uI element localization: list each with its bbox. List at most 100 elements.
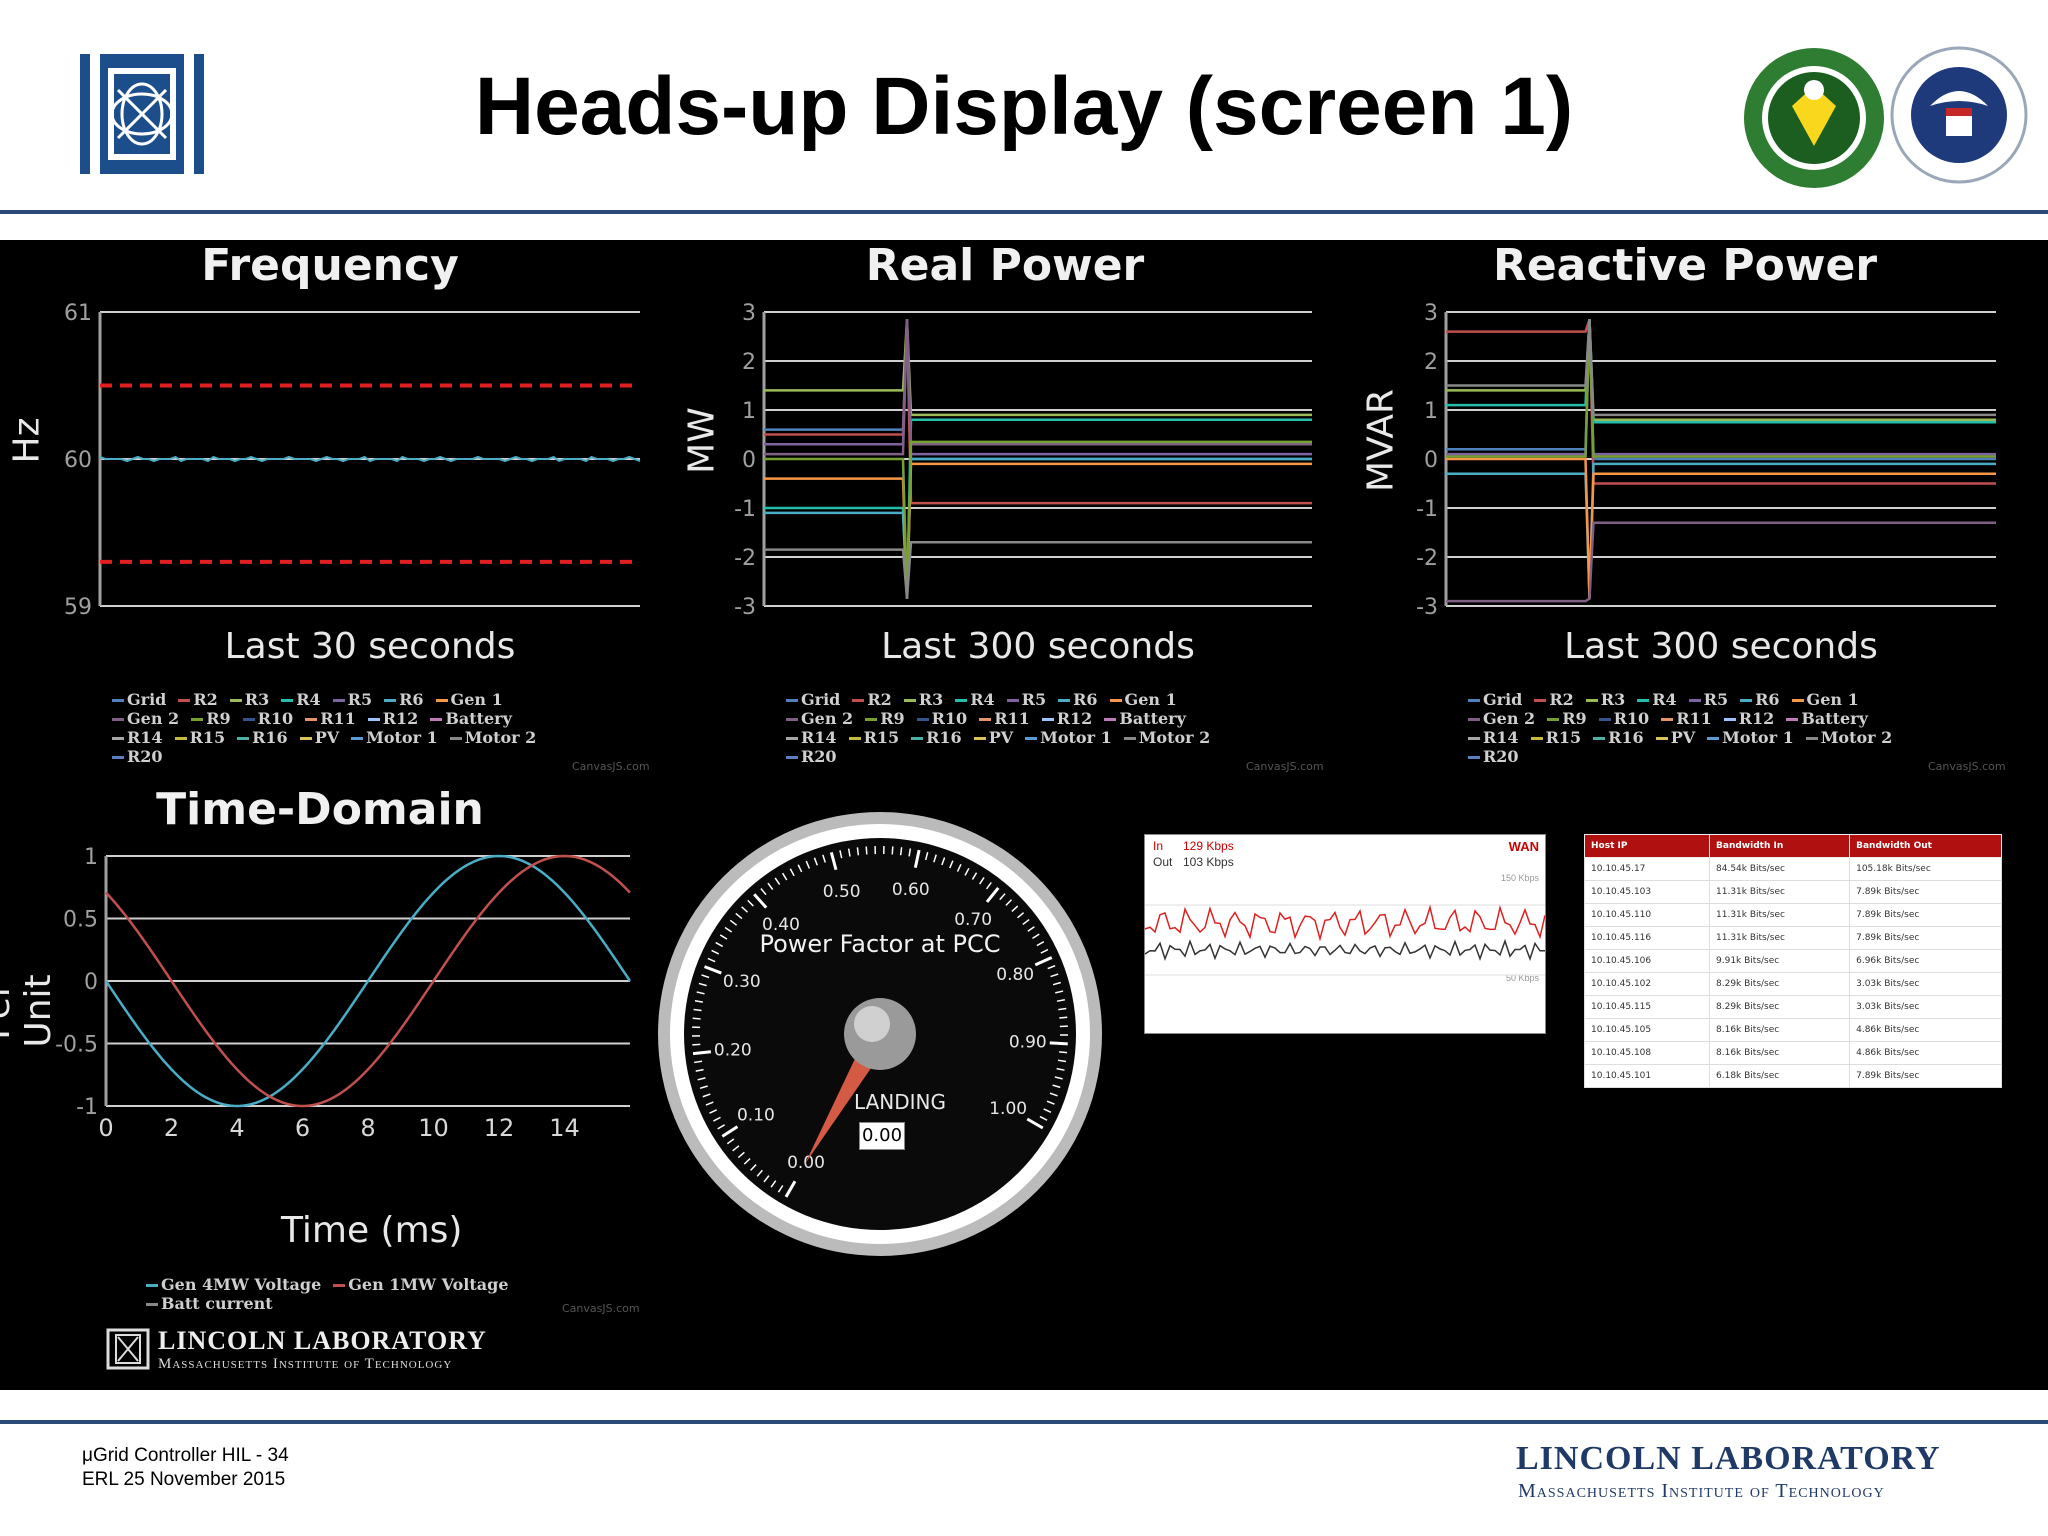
legend-item[interactable]: Gen 4MW Voltage — [146, 1275, 321, 1294]
reactive-power-chart-title: Reactive Power — [1492, 240, 1878, 291]
y-tick-label: 3 — [1424, 301, 1438, 326]
gauge-tick — [743, 1158, 751, 1165]
legend-item[interactable]: R15 — [174, 728, 225, 747]
y-tick-label: 1 — [742, 399, 756, 424]
gauge-tick — [735, 912, 743, 920]
gauge-tick — [813, 857, 818, 866]
legend-item[interactable]: R6 — [1740, 690, 1780, 709]
legend-item[interactable]: R20 — [1468, 747, 1519, 766]
legend-item[interactable]: Gen 1 — [1791, 690, 1859, 709]
table-header-cell[interactable]: Bandwidth Out — [1849, 834, 2002, 858]
legend-item[interactable]: R11 — [979, 709, 1030, 728]
legend-item[interactable]: R14 — [1468, 728, 1519, 747]
legend-item[interactable]: R10 — [916, 709, 967, 728]
legend-item[interactable]: R14 — [786, 728, 837, 747]
legend-item[interactable]: Gen 2 — [112, 709, 179, 728]
legend-label: R16 — [1608, 728, 1644, 747]
legend-swatch — [1468, 756, 1480, 759]
legend-item[interactable]: Motor 1 — [1025, 728, 1112, 747]
legend-item[interactable]: R11 — [305, 709, 356, 728]
legend-item[interactable]: R10 — [242, 709, 293, 728]
legend-item[interactable]: R14 — [112, 728, 163, 747]
legend-item[interactable]: Gen 1 — [435, 690, 503, 709]
legend-item[interactable]: R2 — [852, 690, 892, 709]
legend-swatch — [299, 737, 312, 740]
legend-swatch — [430, 718, 443, 721]
legend-item[interactable]: R15 — [848, 728, 899, 747]
legend-swatch — [112, 699, 124, 702]
legend-swatch — [1585, 699, 1598, 702]
wan-traffic-chart — [1144, 904, 1546, 976]
legend-item[interactable]: PV — [973, 728, 1013, 747]
legend-item[interactable]: R4 — [1637, 690, 1677, 709]
legend-item[interactable]: R3 — [229, 690, 269, 709]
legend-item[interactable]: R16 — [1593, 728, 1644, 747]
legend-item[interactable]: R3 — [1585, 690, 1625, 709]
legend-item[interactable]: Grid — [1468, 690, 1522, 709]
legend-item[interactable]: Grid — [786, 690, 840, 709]
legend-label: Grid — [801, 690, 841, 709]
legend-item[interactable]: R16 — [911, 728, 962, 747]
legend-item[interactable]: R4 — [281, 690, 321, 709]
legend-item[interactable]: R3 — [903, 690, 943, 709]
y-tick-label: -2 — [1416, 546, 1438, 571]
legend-item[interactable]: Battery — [430, 709, 512, 728]
waveform-line — [104, 854, 632, 1108]
legend-item[interactable]: Gen 2 — [786, 709, 853, 728]
legend-item[interactable]: R5 — [332, 690, 372, 709]
legend-item[interactable]: R2 — [1534, 690, 1574, 709]
legend-item[interactable]: R20 — [112, 747, 163, 766]
legend-item[interactable]: Batt current — [146, 1294, 273, 1313]
power-series-line — [764, 541, 1312, 599]
table-header-cell[interactable]: Host IP — [1583, 834, 1711, 858]
legend-label: R11 — [1676, 709, 1712, 728]
legend-item[interactable]: R4 — [955, 690, 995, 709]
legend-label: R11 — [994, 709, 1030, 728]
legend-item[interactable]: R6 — [1058, 690, 1098, 709]
table-header-cell[interactable]: Bandwidth In — [1709, 834, 1851, 858]
reactive-power-ylabel: MVAR — [1360, 388, 1402, 493]
legend-swatch — [305, 718, 318, 721]
legend-item[interactable]: R16 — [237, 728, 288, 747]
legend-item[interactable]: Motor 2 — [449, 728, 536, 747]
legend-item[interactable]: PV — [299, 728, 339, 747]
legend-item[interactable]: R11 — [1661, 709, 1712, 728]
legend-swatch — [1058, 699, 1071, 702]
legend-item[interactable]: Battery — [1104, 709, 1186, 728]
legend-item[interactable]: Motor 2 — [1805, 728, 1892, 747]
legend-item[interactable]: PV — [1655, 728, 1696, 747]
legend-item[interactable]: Motor 2 — [1123, 728, 1210, 747]
legend-item[interactable]: R12 — [1041, 709, 1092, 728]
gauge-tick — [767, 882, 774, 890]
legend-item[interactable]: R12 — [367, 709, 418, 728]
legend-item[interactable]: R12 — [1723, 709, 1774, 728]
legend-item[interactable]: Gen 1 — [1109, 690, 1177, 709]
table-cell: 4.86k Bits/sec — [1849, 1018, 2002, 1042]
legend-item[interactable]: R9 — [1547, 709, 1587, 728]
legend-item[interactable]: R5 — [1688, 690, 1728, 709]
table-cell: 6.18k Bits/sec — [1709, 1064, 1851, 1088]
legend-swatch — [351, 737, 364, 740]
legend-label: Gen 1 — [1806, 690, 1859, 709]
legend-swatch — [112, 737, 124, 740]
legend-item[interactable]: Motor 1 — [351, 728, 438, 747]
legend-item[interactable]: Gen 2 — [1468, 709, 1535, 728]
legend-item[interactable]: R5 — [1006, 690, 1046, 709]
legend-item[interactable]: R20 — [786, 747, 837, 766]
legend-item[interactable]: R6 — [384, 690, 424, 709]
legend-item[interactable]: Gen 1MW Voltage — [333, 1275, 509, 1294]
legend-item[interactable]: Motor 1 — [1707, 728, 1794, 747]
gauge-tick — [1040, 948, 1049, 954]
legend-item[interactable]: R2 — [178, 690, 218, 709]
gauge-tick-label: 0.60 — [892, 880, 930, 900]
wan-scale-high: 150 Kbps — [1500, 873, 1539, 883]
legend-label: PV — [1670, 728, 1696, 747]
legend-item[interactable]: R10 — [1598, 709, 1649, 728]
legend-item[interactable]: Grid — [112, 690, 166, 709]
legend-item[interactable]: R9 — [191, 709, 231, 728]
legend-item[interactable]: Battery — [1786, 709, 1868, 728]
legend-item[interactable]: R9 — [865, 709, 905, 728]
legend-item[interactable]: R15 — [1530, 728, 1581, 747]
